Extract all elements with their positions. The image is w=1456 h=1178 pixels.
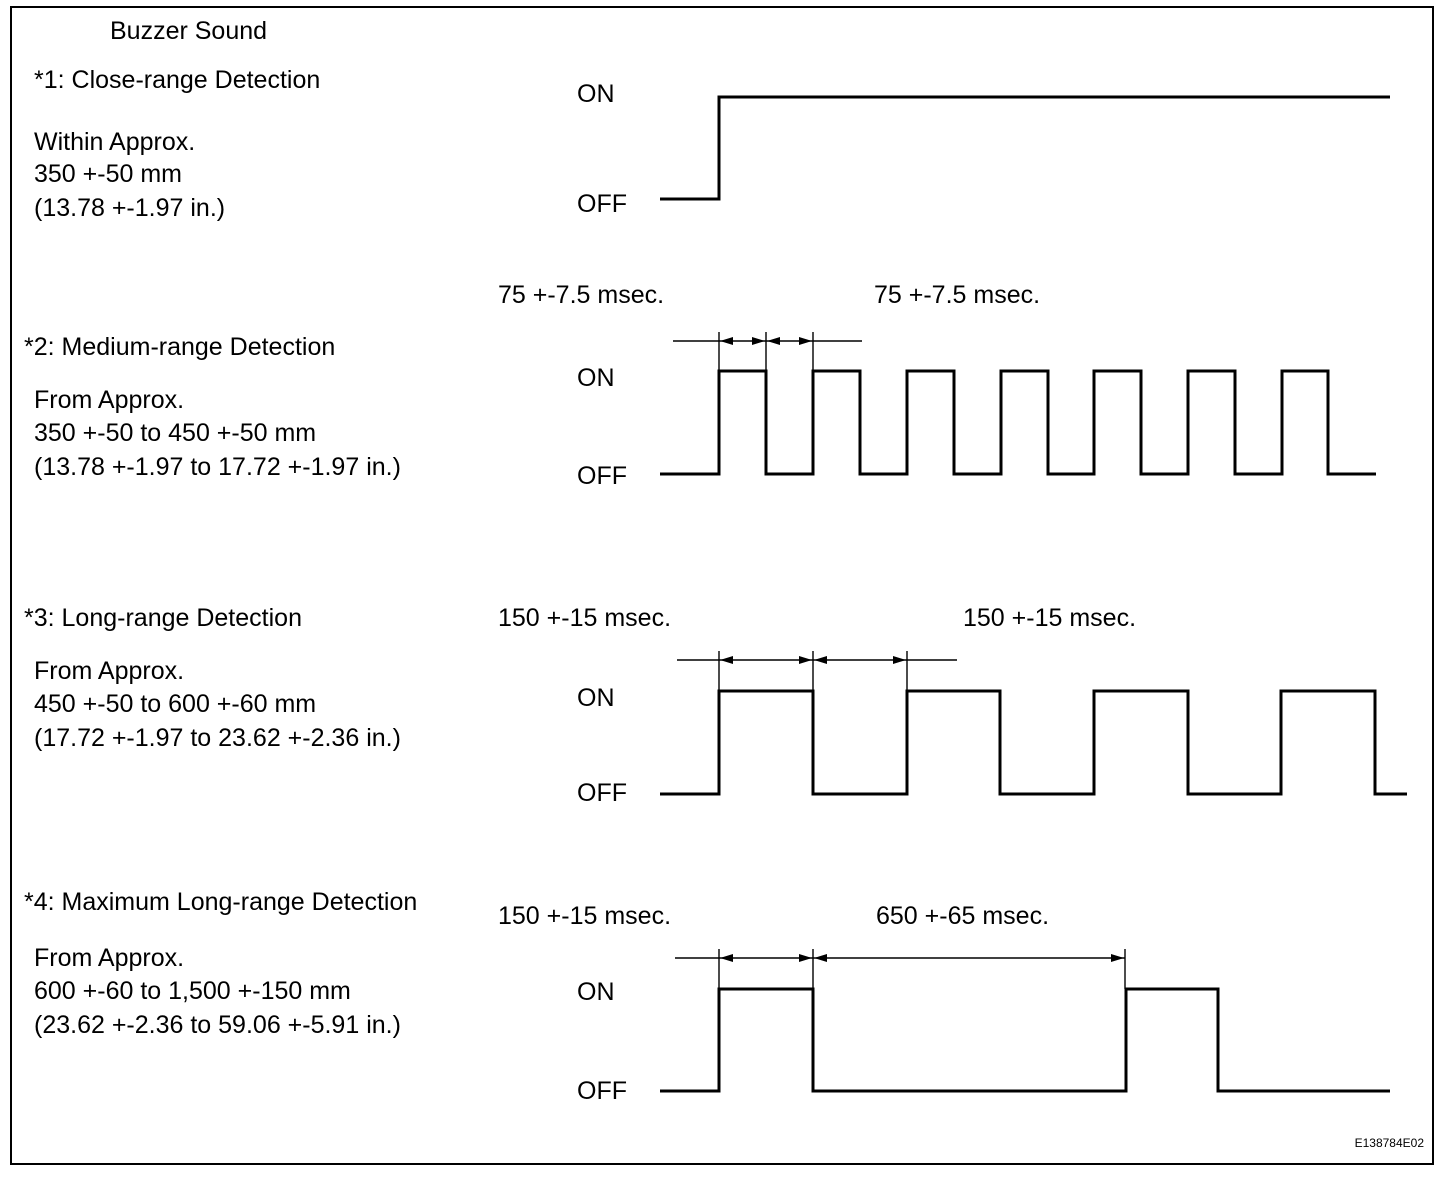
waveform-long-range bbox=[660, 689, 1407, 796]
arrowhead bbox=[799, 954, 812, 962]
section-heading: *4: Maximum Long-range Detection bbox=[24, 888, 417, 916]
section-desc-line: From Approx. bbox=[34, 386, 184, 414]
section-long-range: 150 +-15 msec. 150 +-15 msec. *3: Long-r… bbox=[24, 604, 1407, 807]
section-desc-line: 450 +-50 to 600 +-60 mm bbox=[34, 690, 316, 718]
waveform-medium-range bbox=[660, 369, 1376, 476]
state-off-label: OFF bbox=[577, 1077, 627, 1105]
section-heading: *3: Long-range Detection bbox=[24, 604, 302, 632]
diagram-frame bbox=[10, 6, 1434, 1165]
section-medium-range: 75 +-7.5 msec. 75 +-7.5 msec. *2: Medium… bbox=[24, 281, 1376, 490]
arrowhead bbox=[720, 337, 733, 345]
arrowhead bbox=[720, 954, 733, 962]
arrowhead bbox=[799, 656, 812, 664]
state-off-label: OFF bbox=[577, 779, 627, 807]
state-on-label: ON bbox=[577, 364, 615, 392]
state-on-label: ON bbox=[577, 80, 615, 108]
section-desc-line: (13.78 +-1.97 in.) bbox=[34, 194, 225, 222]
state-on-label: ON bbox=[577, 978, 615, 1006]
dim-label-on: 75 +-7.5 msec. bbox=[498, 281, 664, 309]
arrowhead bbox=[814, 954, 827, 962]
section-desc-line: (23.62 +-2.36 to 59.06 +-5.91 in.) bbox=[34, 1011, 401, 1039]
arrowhead bbox=[814, 656, 827, 664]
waveform-max-long-range bbox=[660, 987, 1390, 1093]
section-desc-line: (13.78 +-1.97 to 17.72 +-1.97 in.) bbox=[34, 453, 401, 481]
section-desc-line: 600 +-60 to 1,500 +-150 mm bbox=[34, 977, 351, 1005]
section-desc-line: Within Approx. bbox=[34, 128, 195, 156]
state-on-label: ON bbox=[577, 684, 615, 712]
section-desc-line: From Approx. bbox=[34, 657, 184, 685]
waveform-close-range bbox=[660, 95, 1390, 201]
dim-label-off: 150 +-15 msec. bbox=[963, 604, 1136, 632]
arrowhead bbox=[1111, 954, 1124, 962]
arrowhead bbox=[799, 337, 812, 345]
dim-label-off: 650 +-65 msec. bbox=[876, 902, 1049, 930]
section-desc-line: (17.72 +-1.97 to 23.62 +-2.36 in.) bbox=[34, 724, 401, 752]
section-heading: *1: Close-range Detection bbox=[34, 66, 320, 94]
dim-label-on: 150 +-15 msec. bbox=[498, 902, 671, 930]
section-desc-line: From Approx. bbox=[34, 944, 184, 972]
arrowhead bbox=[752, 337, 765, 345]
figure-code: E138784E02 bbox=[1355, 1136, 1425, 1150]
state-off-label: OFF bbox=[577, 462, 627, 490]
state-off-label: OFF bbox=[577, 190, 627, 218]
arrowhead bbox=[720, 656, 733, 664]
section-max-long-range: *4: Maximum Long-range Detection 150 +-1… bbox=[24, 888, 1390, 1105]
arrowhead bbox=[767, 337, 780, 345]
section-desc-line: 350 +-50 mm bbox=[34, 160, 182, 188]
arrowhead bbox=[893, 656, 906, 664]
dim-label-off: 75 +-7.5 msec. bbox=[874, 281, 1040, 309]
section-close-range: *1: Close-range Detection Within Approx.… bbox=[34, 66, 1390, 222]
dim-label-on: 150 +-15 msec. bbox=[498, 604, 671, 632]
section-desc-line: 350 +-50 to 450 +-50 mm bbox=[34, 419, 316, 447]
section-heading: *2: Medium-range Detection bbox=[24, 333, 335, 361]
diagram-title: Buzzer Sound bbox=[110, 17, 267, 45]
